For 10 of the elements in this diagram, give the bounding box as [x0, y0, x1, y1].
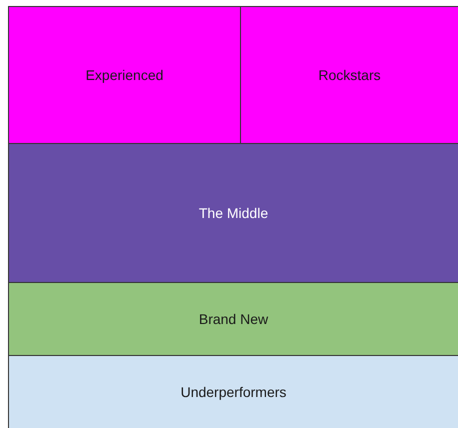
segment-label: Underperformers: [180, 384, 286, 400]
segment-label: The Middle: [198, 205, 268, 221]
segment-label: Brand New: [198, 311, 268, 327]
segment-block: [8, 6, 241, 144]
segment-block: [8, 143, 458, 283]
segment-label: Rockstars: [318, 67, 381, 83]
segment-label: Experienced: [86, 67, 164, 83]
segment-block: [8, 282, 458, 356]
segment-block: [240, 6, 458, 144]
segment-block: [8, 355, 458, 428]
